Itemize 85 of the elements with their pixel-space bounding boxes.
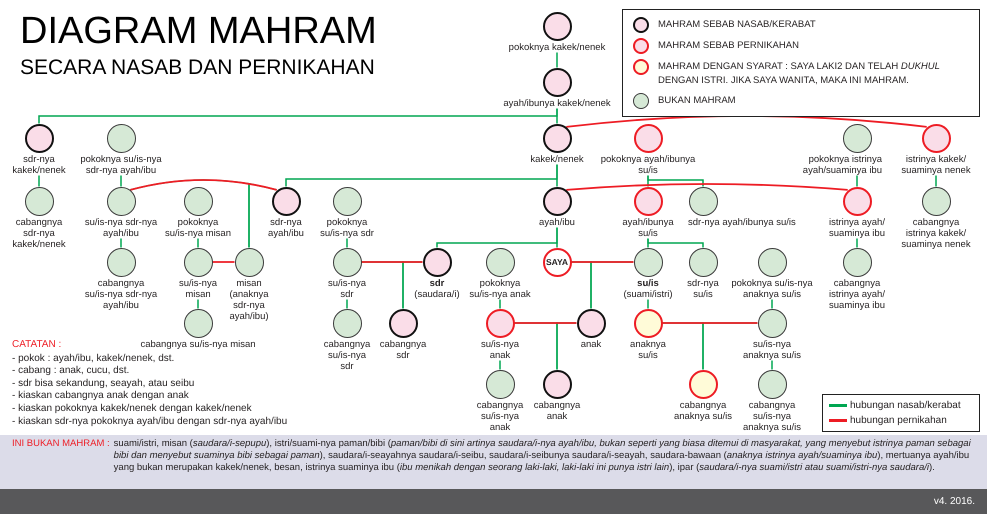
connector-line (499, 360, 501, 370)
note-item: - pokok : ayah/ibu, kakek/nenek, dst. (12, 352, 174, 366)
relation-label: sdr-nya ayah/ibu (267, 216, 305, 238)
connector-line (197, 238, 199, 248)
note-item: - kiaskan sdr-nya pokoknya ayah/ibu dengan sdr-nya ayah/ibu (12, 416, 288, 428)
note-panel-heading: INI BUKAN MAHRAM : (12, 438, 110, 450)
connector-line (572, 261, 634, 263)
relation-label: anak (580, 338, 602, 350)
connector-line (514, 322, 576, 324)
connector-line (212, 261, 234, 263)
legend-label: MAHRAM DENGAN SYARAT : SAYA LAKI2 DAN TELAH DUKHUL DENGAN ISTRI. JIKA SAYA WANITA, MAKA INI MAHRAM. (658, 60, 941, 88)
relation-label: pokoknya su/is-nya anak (468, 278, 532, 300)
relation-label: cabangnya istrinya kakek/ suaminya nenek (900, 216, 972, 250)
note-item: - sdr bisa sekandung, seayah, atau seibu (12, 378, 194, 390)
relation-label: cabangnya istrinya ayah/ suaminya ibu (828, 278, 886, 310)
connector-line (346, 238, 348, 248)
note-paragraph: suami/istri, misan (saudara/i-sepupu), istri/suami-nya paman/bibi (paman/bibi di sini artinya saudara/i-nya ayah/ibu, bukan seperti yang biasa ditemui di masyarakat, yang menyebut istrinya paman sebagai bibi dan menyebut suaminya bibi sebagai paman), saudara/i-seayahnya saudara/i-seibu, saudara/i-seibunya saudara/i-seayah, saudara-bawaan (anaknya istrinya ayah/suaminya ibu), mertuanya ayah/ibu yang bukan merupakan kakek/nenek, besan, istrinya suaminya ibu (ibu menikah dengan seorang laki-laki, laki-laki ini punya istri lain), ipar (saudara/i-nya suami/istri atau suami/istri-nya saudara/i). (114, 438, 972, 474)
connector-line (120, 238, 122, 248)
connector-line (362, 261, 422, 263)
relation-label: pokoknya su/is-nya misan (164, 216, 232, 238)
connector-line (935, 176, 937, 186)
legend-label: MAHRAM SEBAB NASAB/KERABAT (658, 18, 816, 32)
note-item: - kiaskan cabangnya anak dengan anak (12, 390, 189, 403)
title: DIAGRAM MAHRAM (20, 12, 377, 50)
relation-label: pokoknya ayah/ibunya su/is (600, 154, 696, 176)
relation-label: sdr-nya kakek/nenek (11, 154, 67, 176)
connector-line (647, 176, 704, 186)
note-item: - cabang : anak, cucu, dst. (12, 365, 130, 378)
connector-line (647, 238, 704, 248)
subtitle: SECARA NASAB DAN PERNIKAHAN (20, 57, 375, 78)
relation-label: su/is-nya misan (178, 278, 218, 300)
connector-line (499, 300, 501, 308)
legend-label: hubungan pernikahan (850, 414, 947, 428)
relation-label: istrinya ayah/ suaminya ibu (828, 216, 886, 238)
connector-line (856, 176, 858, 186)
connector-line (647, 300, 649, 308)
relation-label: cabangnya anak (532, 400, 582, 422)
connector-line (556, 52, 558, 68)
connector-line (38, 108, 558, 124)
relation-label: pokoknya istrinya ayah/suaminya ibu (802, 154, 882, 176)
relation-label: cabangnya anaknya su/is (672, 400, 734, 422)
relation-label: su/is-nya anaknya su/is (742, 338, 802, 360)
relation-label: ayah/ibu (538, 216, 576, 228)
relation-label: ayah/ibunya kakek/nenek (502, 98, 612, 108)
connector-line (346, 300, 348, 308)
relation-label: cabangnya su/is-nya anaknya su/is (742, 400, 802, 432)
relation-label: pokoknya su/is-nya sdr-nya ayah/ibu (79, 154, 163, 176)
relation-label: istrinya kakek/ suaminya nenek (900, 154, 972, 176)
relation-label: sdr-nya su/is (686, 278, 720, 300)
relation-label: cabangnya su/is-nya misan (139, 338, 257, 350)
version-text: v4. 2016. (934, 495, 975, 509)
relation-label: cabangnya sdr-nya kakek/nenek (11, 216, 67, 250)
relation-label: ayah/ibunya su/is (621, 216, 675, 238)
legend-label: BUKAN MAHRAM (658, 94, 736, 108)
relation-label: pokoknya su/is-nya anaknya su/is (730, 278, 814, 300)
relation-label: misan (anaknya sdr-nya ayah/ibu) (228, 278, 270, 322)
connector-line (856, 238, 858, 248)
connector-line (120, 176, 122, 186)
relation-label: cabangnya su/is-nya anak (476, 400, 524, 432)
relation-label: cabangnya su/is-nya sdr (322, 338, 372, 372)
legend-label: hubungan nasab/kerabat (850, 399, 961, 413)
relation-label: su/is-nya sdr (326, 278, 367, 300)
relation-label: sdr-nya ayah/ibunya su/is (688, 216, 797, 228)
relation-label: anaknya su/is (629, 338, 667, 360)
relation-label: su/is (suami/istri) (622, 278, 674, 300)
connector-line (566, 183, 848, 191)
relation-label: pokoknya su/is-nya sdr (319, 216, 375, 238)
connector-line (771, 300, 773, 308)
relation-label: su/is-nya sdr-nya ayah/ibu (84, 216, 158, 238)
relation-label: cabangnya su/is-nya sdr-nya ayah/ibu (84, 278, 158, 310)
connector-line (662, 322, 758, 324)
note-heading: CATATAN : (12, 339, 62, 352)
legend-label: MAHRAM SEBAB PERNIKAHAN (658, 39, 799, 53)
note-item: - kiaskan pokoknya kakek/nenek dengan kakek/nenek (12, 402, 252, 416)
relation-label: cabangnya sdr (378, 338, 428, 360)
connector-line (285, 164, 558, 186)
relation-label: pokoknya kakek/nenek (508, 42, 606, 52)
relation-label: su/is-nya anak (480, 338, 520, 360)
connector-line (197, 300, 199, 308)
relation-label: sdr (saudara/i) (413, 278, 461, 300)
connector-line (436, 228, 558, 248)
connector-line (771, 360, 773, 370)
connector-line (130, 179, 277, 191)
relation-label: kakek/nenek (529, 154, 585, 164)
connector-line (38, 176, 40, 186)
